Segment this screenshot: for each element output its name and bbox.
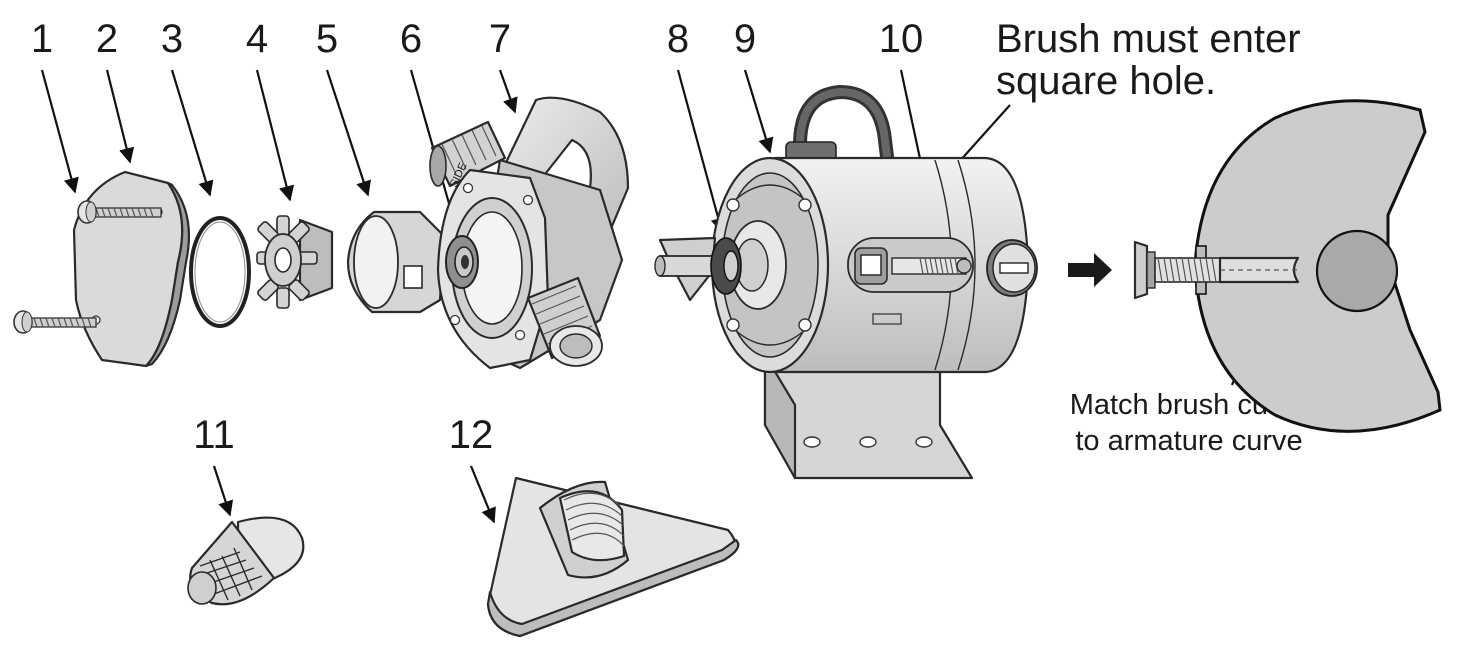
wire-nut xyxy=(187,516,305,606)
callout-brush-hole-line1: Brush must enter xyxy=(996,17,1301,61)
part-number-4: 4 xyxy=(246,17,268,61)
detail-armature xyxy=(1133,99,1442,433)
part-number-12: 12 xyxy=(449,413,494,457)
leader-7 xyxy=(498,69,518,114)
part-number-5: 5 xyxy=(316,17,338,61)
leader-8 xyxy=(676,69,726,234)
part-number-2: 2 xyxy=(96,17,118,61)
part-number-8: 8 xyxy=(667,17,689,61)
part-number-7: 7 xyxy=(489,17,511,61)
leader-12 xyxy=(469,465,496,524)
o-ring xyxy=(189,216,251,328)
part-number-10: 10 xyxy=(879,17,924,61)
screw-bottom xyxy=(13,310,97,334)
cover-plate xyxy=(72,170,191,368)
leader-11 xyxy=(212,465,234,517)
strainer xyxy=(486,476,740,638)
leader-5 xyxy=(325,69,371,197)
arrow-right-icon xyxy=(1068,253,1112,287)
motor xyxy=(654,84,1038,480)
part-number-1: 1 xyxy=(31,17,53,61)
screws xyxy=(13,200,162,334)
callout-brush-hole-line2: square hole. xyxy=(996,59,1216,103)
part-number-3: 3 xyxy=(161,17,183,61)
screw-top xyxy=(77,200,162,224)
pump-body: SIDE xyxy=(429,96,630,370)
leader-3 xyxy=(170,69,214,197)
part-number-9: 9 xyxy=(734,17,756,61)
part-number-6: 6 xyxy=(400,17,422,61)
impeller xyxy=(256,215,334,309)
leader-9 xyxy=(743,69,774,154)
leader-2 xyxy=(105,69,135,164)
cam-liner xyxy=(346,210,446,314)
leader-1 xyxy=(40,69,79,194)
seal xyxy=(445,235,479,289)
callout-curve-line2: to armature curve xyxy=(1075,425,1302,457)
part-number-11: 11 xyxy=(193,413,235,457)
seal-washer xyxy=(710,237,742,295)
leader-4 xyxy=(255,69,295,202)
